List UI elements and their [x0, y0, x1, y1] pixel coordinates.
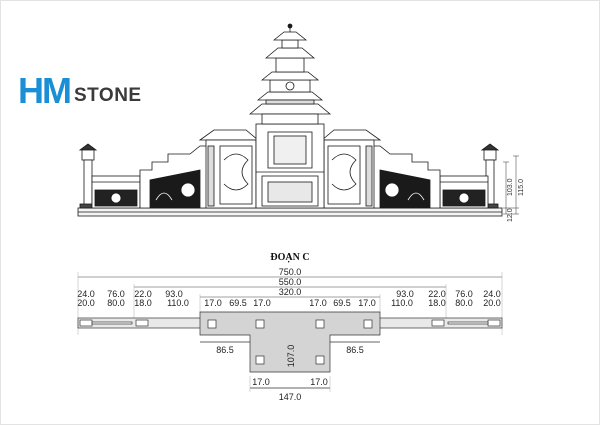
- left-top-93: 93.0: [165, 289, 183, 299]
- plan-title: ĐOẠN C: [270, 252, 309, 263]
- left-lantern-post: [78, 143, 98, 209]
- height-12-label: 12.0: [507, 208, 514, 222]
- center-17-c: 17.0: [309, 298, 327, 308]
- side-right-86-5: 86.5: [346, 345, 364, 355]
- side-left-86-5: 86.5: [216, 345, 234, 355]
- right-top-22: 22.0: [428, 289, 446, 299]
- right-top-24: 24.0: [483, 289, 501, 299]
- plan-center-platform: [199, 311, 381, 373]
- left-pavilion: [198, 129, 260, 209]
- height-115-label: 115.0: [518, 179, 525, 196]
- right-low-wall: [439, 175, 489, 209]
- logo-hm-text: HM: [18, 70, 72, 111]
- center-17-b: 17.0: [253, 298, 271, 308]
- right-top-76: 76.0: [455, 289, 473, 299]
- center-69-5-a: 69.5: [229, 298, 247, 308]
- left-top-22: 22.0: [134, 289, 152, 299]
- left-bottom-80: 80.0: [107, 298, 125, 308]
- elevation-height-dims: [503, 155, 519, 215]
- left-bottom-110: 110.0: [167, 298, 189, 308]
- overall-320-label: 320.0: [279, 287, 302, 297]
- left-low-wall: [91, 175, 141, 209]
- pagoda-roof: [248, 23, 332, 125]
- right-bottom-20: 20.0: [483, 298, 501, 308]
- right-bottom-110: 110.0: [391, 298, 413, 308]
- pillar-markers: [207, 319, 373, 365]
- overall-750-label: 750.0: [279, 267, 302, 277]
- bottom-147-label: 147.0: [279, 392, 302, 402]
- depth-107-label: 107.0: [286, 345, 296, 368]
- logo-stone-text: STONE: [74, 85, 142, 106]
- left-top-76: 76.0: [107, 289, 125, 299]
- left-stepped-wing: [139, 145, 209, 209]
- bottom-17-left: 17.0: [252, 377, 270, 387]
- overall-550-label: 550.0: [279, 277, 302, 287]
- central-shrine: [255, 123, 325, 209]
- center-69-5-b: 69.5: [333, 298, 351, 308]
- center-17-a: 17.0: [204, 298, 222, 308]
- right-top-93: 93.0: [396, 289, 414, 299]
- left-top-24: 24.0: [77, 289, 95, 299]
- left-bottom-18: 18.0: [134, 298, 152, 308]
- brand-logo: HM STONE: [18, 70, 142, 111]
- right-bottom-80: 80.0: [455, 298, 473, 308]
- overall-dimension-lines: [78, 276, 502, 298]
- left-bottom-20: 20.0: [77, 298, 95, 308]
- front-elevation: [77, 23, 519, 217]
- plan-layout: [77, 272, 503, 392]
- bottom-17-right: 17.0: [310, 377, 328, 387]
- right-bottom-18: 18.0: [428, 298, 446, 308]
- right-pavilion: [320, 129, 382, 209]
- right-stepped-wing: [371, 145, 441, 209]
- center-17-d: 17.0: [358, 298, 376, 308]
- height-103-label: 103.0: [507, 178, 514, 196]
